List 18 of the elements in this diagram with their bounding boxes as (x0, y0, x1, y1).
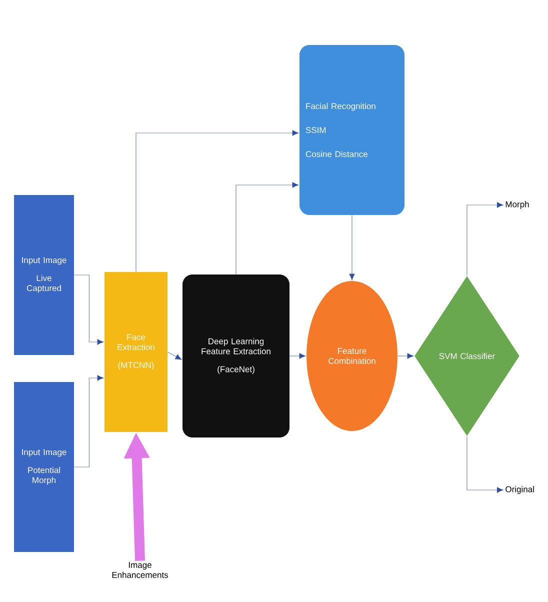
arrow (289, 353, 306, 359)
output-label: Original (506, 486, 534, 494)
arrow (136, 130, 298, 272)
arrow (397, 353, 414, 359)
input-label: Image Enhancements (112, 562, 168, 578)
arrow (167, 352, 182, 360)
output-label: Morph (506, 201, 529, 209)
arrow (74, 274, 104, 345)
arrow (349, 214, 355, 280)
arrow (74, 375, 104, 468)
feature-box: Deep Learning Feature Extraction (FaceNet) (182, 274, 290, 438)
extraction-box: Face Extraction (MTCNN) (104, 272, 168, 432)
input-box: Input Image Potential Morph (14, 382, 74, 552)
arrow (466, 436, 504, 493)
metrics-box: Facial Recognition SSIM Cosine Distance (300, 45, 404, 215)
arrow (466, 202, 504, 276)
input-box: Input Image Live Captured (14, 195, 74, 355)
arrow (236, 182, 298, 275)
